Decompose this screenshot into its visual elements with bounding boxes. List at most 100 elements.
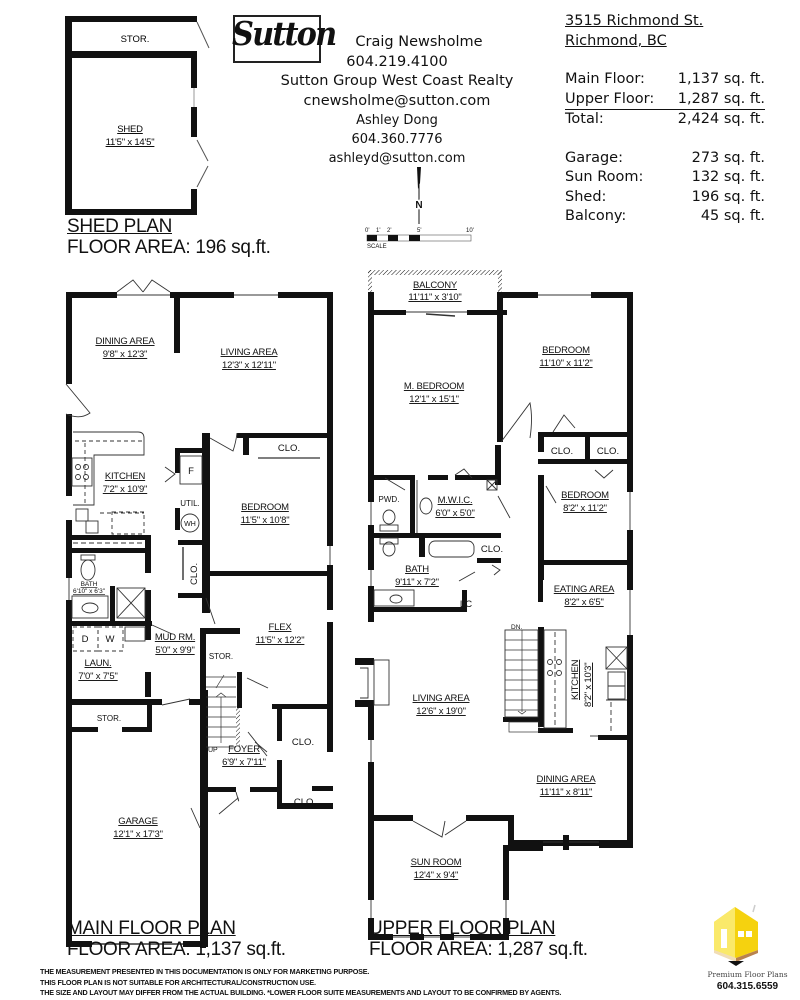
wall: [66, 600, 72, 946]
room-name: KITCHEN: [105, 471, 146, 482]
plan-stroke: [412, 820, 446, 838]
plan-stroke: [497, 495, 511, 519]
plan-stroke: [368, 815, 413, 821]
wall: [110, 586, 115, 626]
agent-email: cnewsholme@sutton.com: [303, 92, 491, 109]
wall: [237, 433, 333, 438]
upper-plan-title: UPPER FLOOR PLAN: [369, 918, 556, 939]
plan-stroke: [458, 571, 476, 582]
plan-stroke: [373, 589, 415, 607]
room-dim: 11'11" x 3'10": [408, 292, 461, 303]
plan-stroke: [598, 735, 633, 740]
plan-stroke: [538, 580, 543, 602]
room-name: DINING AREA: [536, 774, 596, 785]
plan-stroke: [503, 845, 509, 900]
plan-stroke: [538, 475, 544, 580]
plan-stroke: [164, 466, 176, 483]
scale-label: SCALE: [367, 244, 387, 250]
wall: [272, 704, 333, 709]
wall: [243, 438, 249, 455]
plan-stroke: [116, 587, 146, 619]
plan-stroke: [444, 820, 467, 836]
plan-stroke: [467, 310, 507, 315]
plan-stroke: [151, 624, 173, 635]
plan-stroke: [736, 950, 758, 962]
plan-stroke: [538, 459, 543, 464]
plan-stroke: [205, 597, 216, 625]
plan-stroke: [599, 842, 633, 848]
room-name: FLEX: [269, 622, 293, 633]
plan-stroke: [179, 455, 203, 485]
plan-stroke: [500, 401, 532, 443]
wall: [175, 508, 180, 530]
plan-stroke: [738, 931, 744, 937]
plan-stroke: [497, 292, 503, 442]
wall: [191, 51, 197, 88]
plan-stroke: [594, 469, 614, 479]
water-heater-label: WH: [184, 521, 196, 528]
wall: [183, 941, 207, 947]
plan-stroke: [462, 590, 467, 612]
wall: [65, 16, 197, 22]
plan-stroke: [425, 313, 456, 317]
closet-label: CLO.: [294, 797, 316, 808]
plan-stroke: [508, 721, 540, 733]
hatched-wall: [176, 320, 179, 353]
wall: [178, 540, 205, 545]
plan-stroke: [513, 840, 633, 846]
room-name: BALCONY: [413, 280, 458, 291]
plan-stroke: [470, 934, 509, 940]
plan-stroke: [368, 525, 374, 570]
wall: [66, 548, 150, 553]
room-name: GARAGE: [118, 816, 157, 827]
stat-value: 132 sq. ft.: [691, 169, 765, 185]
room-name: LAUN.: [85, 658, 112, 669]
wall: [145, 535, 151, 573]
plan-stroke: [752, 904, 756, 913]
wall: [327, 622, 333, 752]
plan-stroke: [71, 457, 93, 487]
stat-value: 45 sq. ft.: [700, 208, 765, 224]
utility-label: UTIL.: [180, 499, 200, 508]
stat-main-floor: Main Floor:1,137 sq. ft.: [565, 70, 765, 90]
room-dim: 8'2" x 10'3": [583, 663, 594, 707]
wall: [170, 292, 234, 298]
room-name: M.W.I.C.: [438, 495, 473, 506]
room-dim: 7'0" x 7'5": [78, 671, 117, 682]
wall: [327, 565, 333, 610]
plan-stroke: [721, 929, 727, 948]
upper-floor-fixtures: [360, 294, 631, 938]
room-dim: 6'9" x 7'11": [222, 757, 266, 768]
room-name: SUN ROOM: [411, 857, 462, 868]
co-agent-name: Ashley Dong: [356, 113, 438, 128]
scale-tick: 2': [387, 228, 391, 234]
room-dim: 11'11" x 8'11": [540, 787, 592, 798]
plan-stroke: [379, 537, 399, 545]
plan-stroke: [111, 511, 145, 535]
wall: [278, 292, 333, 298]
disclaimer-line: THE SIZE AND LAYOUT MAY DIFFER FROM THE …: [40, 988, 562, 997]
plan-stroke: [180, 513, 200, 533]
main-floor-walls: [66, 292, 333, 948]
wall: [66, 535, 150, 540]
plan-stroke: [124, 626, 146, 642]
room-dim: 12'1" x 17'3": [113, 829, 163, 840]
plan-stroke: [368, 292, 374, 502]
scale-tick: 10': [466, 228, 474, 234]
closet-label: CLO.: [597, 446, 619, 457]
plan-stroke: [538, 560, 633, 565]
stairs-down-label: DN.: [511, 624, 522, 631]
room-name: BATH: [81, 581, 98, 588]
brokerage-name: Sutton Group West Coast Realty: [280, 73, 514, 89]
plan-stroke: [75, 508, 89, 522]
wall: [327, 292, 333, 546]
plan-stroke: [75, 464, 81, 470]
plan-stroke: [382, 509, 396, 525]
plan-stroke: [367, 235, 377, 241]
dryer-label: D: [82, 634, 89, 645]
plan-stroke: [591, 292, 633, 298]
north-label: N: [415, 200, 422, 211]
plan-stroke: [209, 432, 238, 452]
closet-label: CLO.: [278, 443, 300, 454]
plan-stroke: [728, 961, 744, 966]
